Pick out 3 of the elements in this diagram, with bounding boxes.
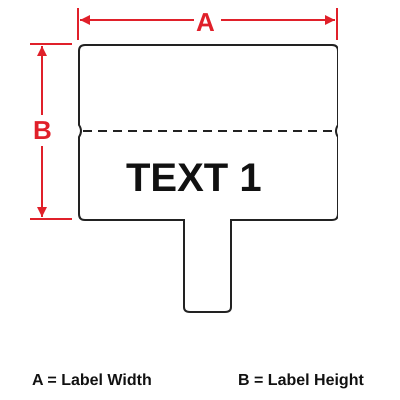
label-text: TEXT 1 [126,158,262,198]
legend-text: B = Label Height [238,373,364,389]
label-outline [78,44,338,313]
